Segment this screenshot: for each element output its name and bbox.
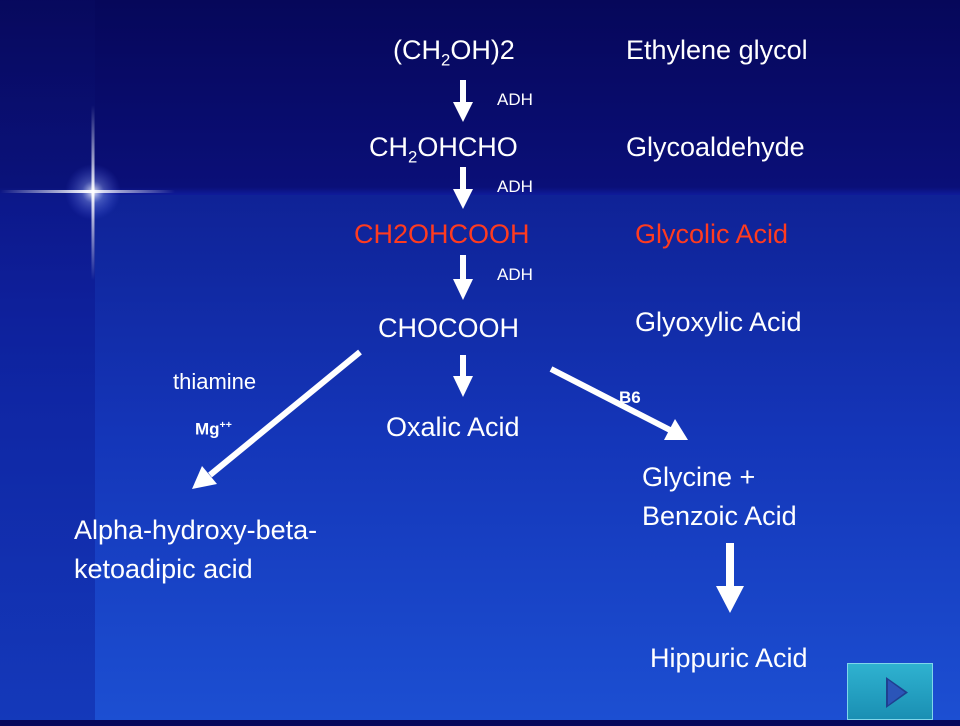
glycine-benzoic-line1: Glycine +	[642, 462, 756, 492]
arrow-down-2	[453, 167, 473, 209]
arrow-down-hippuric	[716, 543, 744, 613]
cofactor-magnesium: Mg++	[195, 419, 232, 439]
cofactor-thiamine: thiamine	[173, 369, 257, 394]
enzyme-adh-label: ADH	[497, 90, 533, 109]
cofactor-b6: B6	[619, 388, 641, 407]
alpha-hydroxy-line1: Alpha-hydroxy-beta-	[74, 515, 318, 545]
glycine-benzoic-line2: Benzoic Acid	[642, 501, 797, 531]
glycoaldehyde-name: Glycoaldehyde	[626, 132, 805, 162]
oxalic-acid-name: Oxalic Acid	[386, 412, 520, 442]
play-next-icon	[886, 677, 908, 708]
arrow-diagonal-left-shaft	[208, 349, 362, 478]
hippuric-acid-name: Hippuric Acid	[650, 643, 808, 673]
arrow-diagonal-right-shaft	[549, 366, 672, 433]
arrow-down-oxalic	[453, 355, 473, 397]
ethylene-glycol-formula: (CH2OH)2	[393, 35, 515, 70]
glyoxylic-acid-name: Glyoxylic Acid	[635, 307, 802, 337]
alpha-hydroxy-line2: ketoadipic acid	[74, 554, 253, 584]
arrow-down-1	[453, 80, 473, 122]
arrow-diagonal-right-head	[664, 419, 688, 440]
arrow-diagonal-left-head	[192, 466, 217, 489]
arrow-down-3	[453, 255, 473, 300]
glycolic-acid-formula: CH2OHCOOH	[354, 219, 530, 249]
next-slide-button[interactable]	[847, 663, 933, 720]
glycolic-acid-name: Glycolic Acid	[635, 219, 789, 249]
glyoxylic-acid-formula: CHOCOOH	[378, 313, 519, 343]
ethylene-glycol-name: Ethylene glycol	[626, 35, 808, 65]
glycoaldehyde-formula: CH2OHCHO	[369, 132, 518, 167]
enzyme-adh-label: ADH	[497, 265, 533, 284]
background-left-panel	[0, 0, 95, 720]
enzyme-adh-label: ADH	[497, 177, 533, 196]
background-band	[95, 195, 960, 720]
